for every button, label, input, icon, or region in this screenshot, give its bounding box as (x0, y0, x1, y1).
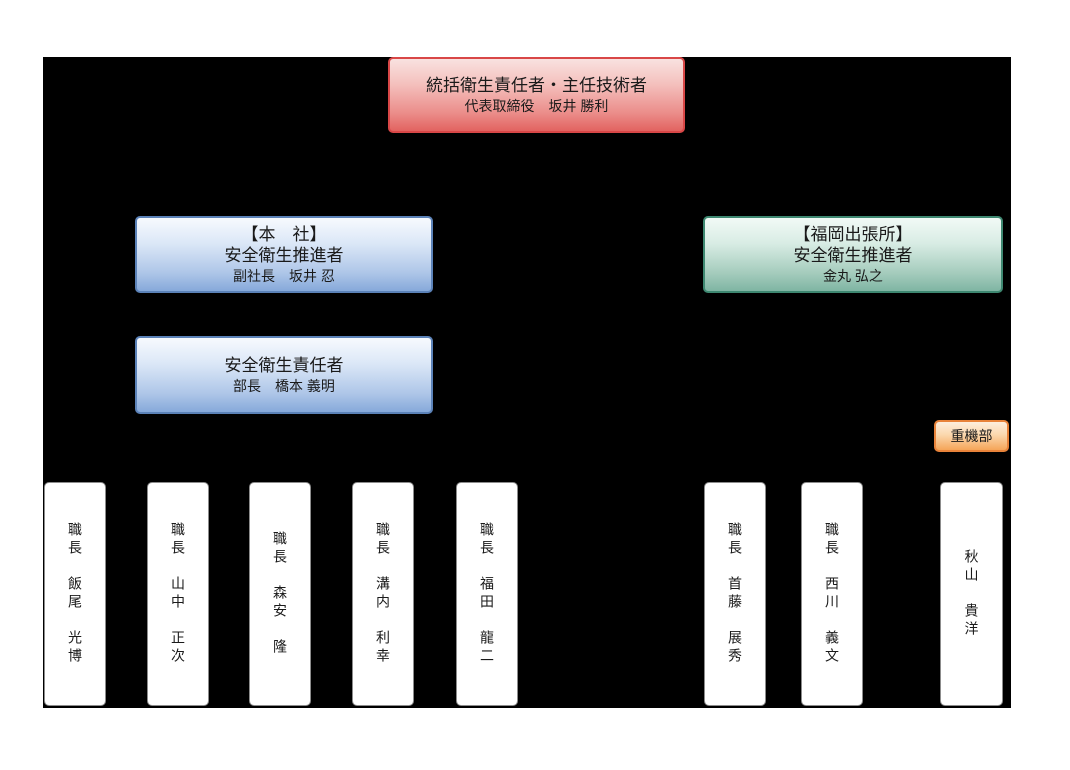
worker-name: 職長 森安 隆 (272, 531, 288, 657)
worker-card-fukuda-ryuji: 職長 福田 龍二 (456, 482, 518, 706)
tag-label: 重機部 (950, 428, 993, 444)
worker-name: 秋山 貴洋 (963, 549, 980, 639)
node-person: 部長 橋本 義明 (233, 377, 335, 394)
node-general-safety-supervisor: 統括衛生責任者・主任技術者 代表取締役 坂井 勝利 (388, 57, 685, 133)
node-person: 副社長 坂井 忍 (233, 267, 335, 284)
worker-name: 職長 福田 龍二 (479, 522, 495, 666)
worker-name: 職長 溝内 利幸 (375, 522, 391, 666)
node-location: 【本 社】 (241, 224, 327, 244)
worker-card-yamanaka-shoji: 職長 山中 正次 (147, 482, 209, 706)
node-role: 安全衛生推進者 (793, 245, 913, 265)
node-person: 金丸 弘之 (823, 267, 883, 284)
worker-card-nishikawa-yoshifumi: 職長 西川 義文 (801, 482, 863, 706)
worker-name: 職長 飯尾 光博 (67, 522, 83, 666)
node-head-office-promoter: 【本 社】 安全衛生推進者 副社長 坂井 忍 (135, 216, 433, 293)
heavy-machinery-dept-tag: 重機部 (934, 420, 1009, 452)
node-fukuoka-branch-promoter: 【福岡出張所】 安全衛生推進者 金丸 弘之 (703, 216, 1003, 293)
worker-card-iio-mitsuhiro: 職長 飯尾 光博 (44, 482, 106, 706)
worker-name: 職長 山中 正次 (170, 522, 186, 666)
worker-name: 職長 首藤 展秀 (727, 522, 743, 666)
node-role: 安全衛生推進者 (224, 245, 344, 265)
worker-card-shuto-nobuhide: 職長 首藤 展秀 (704, 482, 766, 706)
node-location: 【福岡出張所】 (793, 224, 913, 244)
worker-card-moriyasu-takashi: 職長 森安 隆 (249, 482, 311, 706)
worker-card-akiyama-takahiro: 秋山 貴洋 (940, 482, 1003, 706)
worker-card-mizouchi-toshiyuki: 職長 溝内 利幸 (352, 482, 414, 706)
worker-name: 職長 西川 義文 (824, 522, 840, 666)
org-chart-canvas: 統括衛生責任者・主任技術者 代表取締役 坂井 勝利 【本 社】 安全衛生推進者 … (43, 57, 1011, 708)
node-role: 安全衛生責任者 (224, 355, 344, 375)
node-person: 代表取締役 坂井 勝利 (464, 97, 609, 114)
node-title: 統括衛生責任者・主任技術者 (426, 75, 647, 95)
node-safety-officer: 安全衛生責任者 部長 橋本 義明 (135, 336, 433, 414)
